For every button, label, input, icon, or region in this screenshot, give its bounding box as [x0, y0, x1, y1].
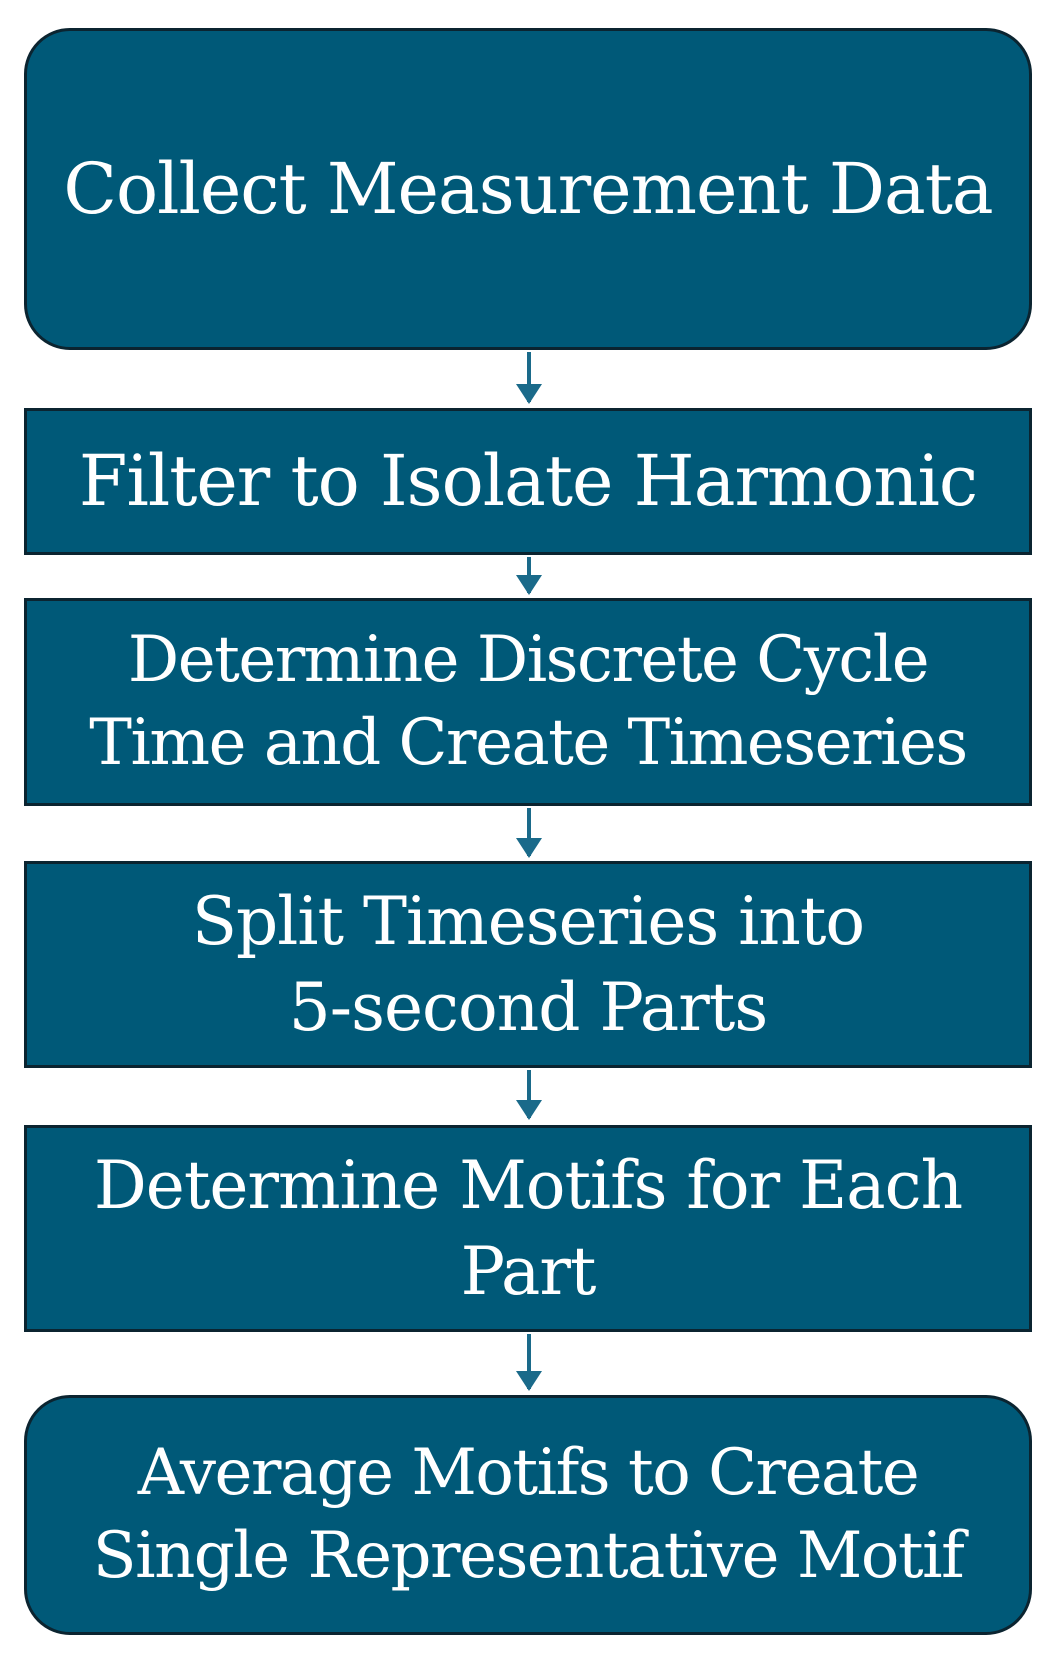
step-label: Filter to Isolate Harmonic: [78, 440, 978, 522]
step-determine-cycle-time: Determine Discrete Cycle Time and Create…: [24, 598, 1032, 806]
step-determine-motifs: Determine Motifs for Each Part: [24, 1125, 1032, 1332]
step-collect-measurement-data: Collect Measurement Data: [24, 28, 1032, 350]
step-label: Split Timeseries into 5-second Parts: [191, 882, 865, 1046]
arrow-down-connector: [516, 1070, 542, 1120]
arrow-down-connector: [516, 557, 542, 595]
step-label: Collect Measurement Data: [63, 147, 993, 230]
step-label: Determine Motifs for Each Part: [93, 1146, 963, 1310]
step-average-motifs: Average Motifs to Create Single Represen…: [24, 1395, 1032, 1635]
step-label: Determine Discrete Cycle Time and Create…: [89, 622, 968, 780]
arrow-down-connector: [516, 1334, 542, 1391]
step-label: Average Motifs to Create Single Represen…: [92, 1435, 965, 1593]
arrow-down-connector: [516, 808, 542, 858]
step-split-timeseries: Split Timeseries into 5-second Parts: [24, 861, 1032, 1068]
step-filter-isolate-harmonic: Filter to Isolate Harmonic: [24, 408, 1032, 555]
arrow-down-connector: [516, 352, 542, 404]
